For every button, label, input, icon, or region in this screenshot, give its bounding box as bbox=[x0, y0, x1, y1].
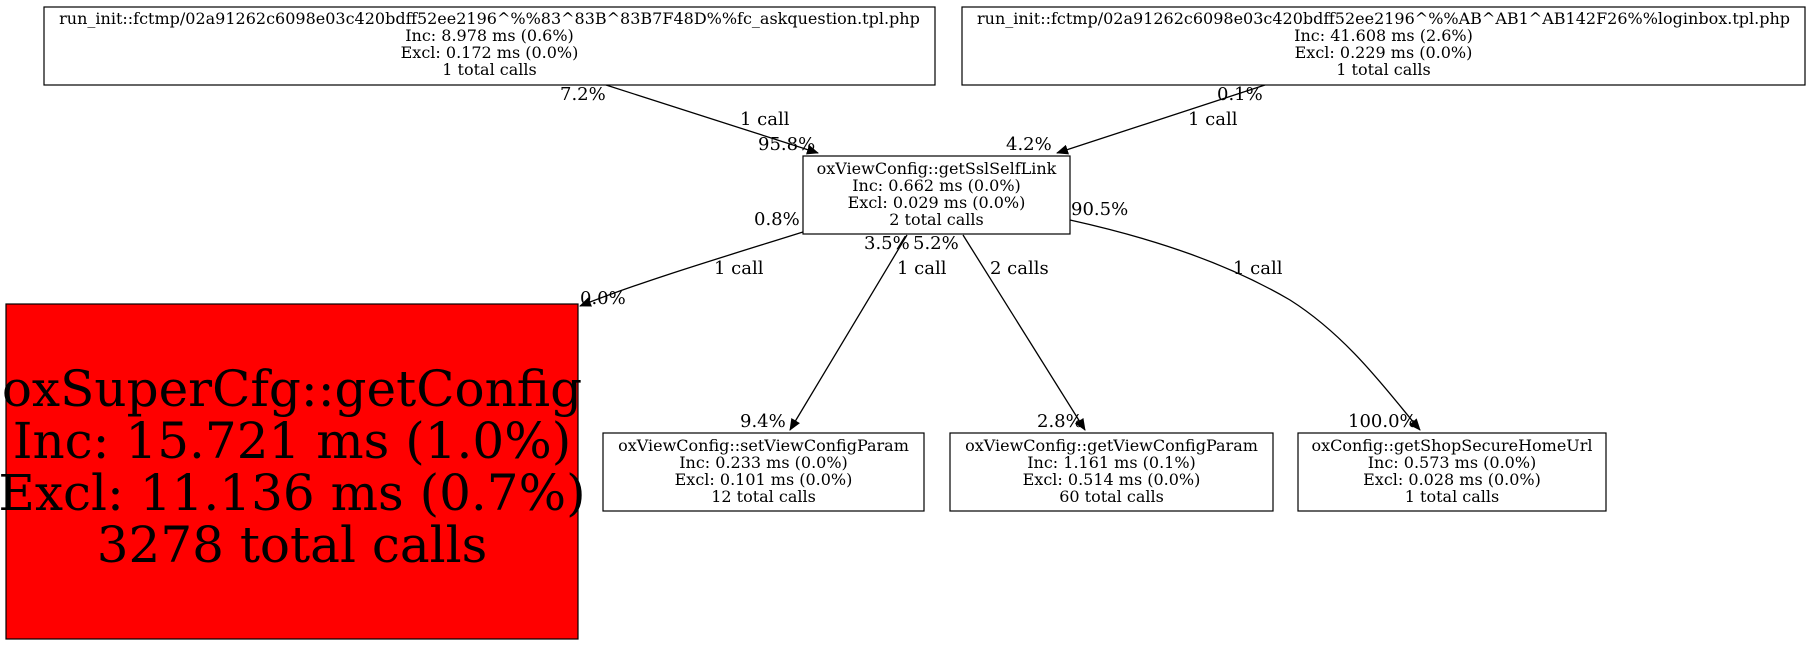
edge-head-label: 95.8% bbox=[758, 134, 815, 155]
node-inclusive-time: Inc: 1.161 ms (0.1%) bbox=[1027, 453, 1196, 472]
node-call-count: 1 total calls bbox=[1336, 60, 1430, 79]
node-call-count: 60 total calls bbox=[1059, 487, 1164, 506]
node-inclusive-time: Inc: 0.233 ms (0.0%) bbox=[679, 453, 848, 472]
node-inclusive-time: Inc: 41.608 ms (2.6%) bbox=[1294, 26, 1473, 45]
node-inclusive-time: Inc: 8.978 ms (0.6%) bbox=[405, 26, 574, 45]
node-function-name: oxViewConfig::getViewConfigParam bbox=[965, 436, 1258, 455]
edge-head-label: 4.2% bbox=[1006, 134, 1052, 155]
node-getshopsecurehomeurl[interactable]: oxConfig::getShopSecureHomeUrl Inc: 0.57… bbox=[1297, 432, 1607, 512]
node-getsslselflink[interactable]: oxViewConfig::getSslSelfLink Inc: 0.662 … bbox=[802, 155, 1071, 235]
edge-call-label: 1 call bbox=[1233, 258, 1283, 279]
node-getviewconfigparam[interactable]: oxViewConfig::getViewConfigParam Inc: 1.… bbox=[949, 432, 1274, 512]
node-exclusive-time: Excl: 0.101 ms (0.0%) bbox=[675, 470, 853, 489]
node-call-count: 1 total calls bbox=[442, 60, 536, 79]
node-exclusive-time: Excl: 0.172 ms (0.0%) bbox=[401, 43, 579, 62]
node-call-count: 2 total calls bbox=[889, 210, 983, 229]
edge-tail-label: 3.5% bbox=[864, 233, 910, 254]
edge-tail-label: 90.5% bbox=[1071, 199, 1128, 220]
edge-call-label: 1 call bbox=[714, 258, 764, 279]
node-exclusive-time: Excl: 0.514 ms (0.0%) bbox=[1023, 470, 1201, 489]
node-call-count: 12 total calls bbox=[711, 487, 816, 506]
node-function-name: run_init::fctmp/02a91262c6098e03c420bdff… bbox=[59, 9, 920, 28]
node-setviewconfigparam[interactable]: oxViewConfig::setViewConfigParam Inc: 0.… bbox=[602, 432, 925, 512]
node-inclusive-time: Inc: 15.721 ms (1.0%) bbox=[13, 412, 572, 470]
edge-call-label: 1 call bbox=[1188, 109, 1238, 130]
node-exclusive-time: Excl: 0.028 ms (0.0%) bbox=[1363, 470, 1541, 489]
edge-tail-label: 0.8% bbox=[754, 209, 800, 230]
edge-call-label: 1 call bbox=[740, 109, 790, 130]
edge-head-label: 9.4% bbox=[740, 411, 786, 432]
edge-loginbox-to-sslselflink: 0.1% 1 call 4.2% bbox=[1006, 84, 1266, 155]
node-getconfig[interactable]: oxSuperCfg::getConfig Inc: 15.721 ms (1.… bbox=[0, 303, 586, 640]
edge-sslselflink-to-getshopsecurehomeurl: 90.5% 1 call 100.0% bbox=[1069, 199, 1421, 432]
node-exclusive-time: Excl: 11.136 ms (0.7%) bbox=[0, 464, 586, 522]
edge-call-label: 1 call bbox=[897, 258, 947, 279]
node-function-name: oxConfig::getShopSecureHomeUrl bbox=[1311, 436, 1592, 455]
edge-head-label: 100.0% bbox=[1348, 411, 1417, 432]
node-function-name: run_init::fctmp/02a91262c6098e03c420bdff… bbox=[977, 9, 1790, 28]
edge-sslselflink-to-setviewconfigparam: 3.5% 1 call 9.4% bbox=[740, 233, 947, 432]
node-call-count: 1 total calls bbox=[1405, 487, 1499, 506]
edge-call-label: 2 calls bbox=[990, 258, 1049, 279]
edge-head-label: 0.0% bbox=[580, 288, 626, 309]
node-inclusive-time: Inc: 0.573 ms (0.0%) bbox=[1368, 453, 1537, 472]
edge-head-label: 2.8% bbox=[1037, 411, 1083, 432]
node-exclusive-time: Excl: 0.029 ms (0.0%) bbox=[848, 193, 1026, 212]
node-inclusive-time: Inc: 0.662 ms (0.0%) bbox=[852, 176, 1021, 195]
node-function-name: oxViewConfig::setViewConfigParam bbox=[618, 436, 909, 455]
node-loginbox[interactable]: run_init::fctmp/02a91262c6098e03c420bdff… bbox=[961, 6, 1806, 86]
node-exclusive-time: Excl: 0.229 ms (0.0%) bbox=[1295, 43, 1473, 62]
edge-askquestion-to-sslselflink: 7.2% 1 call 95.8% bbox=[560, 84, 819, 155]
edge-sslselflink-to-getviewconfigparam: 5.2% 2 calls 2.8% bbox=[913, 233, 1086, 432]
edge-tail-label: 0.1% bbox=[1217, 84, 1263, 105]
node-function-name: oxSuperCfg::getConfig bbox=[2, 360, 582, 418]
node-call-count: 3278 total calls bbox=[97, 516, 488, 574]
node-askquestion[interactable]: run_init::fctmp/02a91262c6098e03c420bdff… bbox=[43, 6, 936, 86]
edge-tail-label: 5.2% bbox=[913, 233, 959, 254]
node-function-name: oxViewConfig::getSslSelfLink bbox=[817, 159, 1057, 178]
edge-tail-label: 7.2% bbox=[560, 84, 606, 105]
edge-sslselflink-to-getconfig: 0.8% 1 call 0.0% bbox=[579, 209, 804, 309]
